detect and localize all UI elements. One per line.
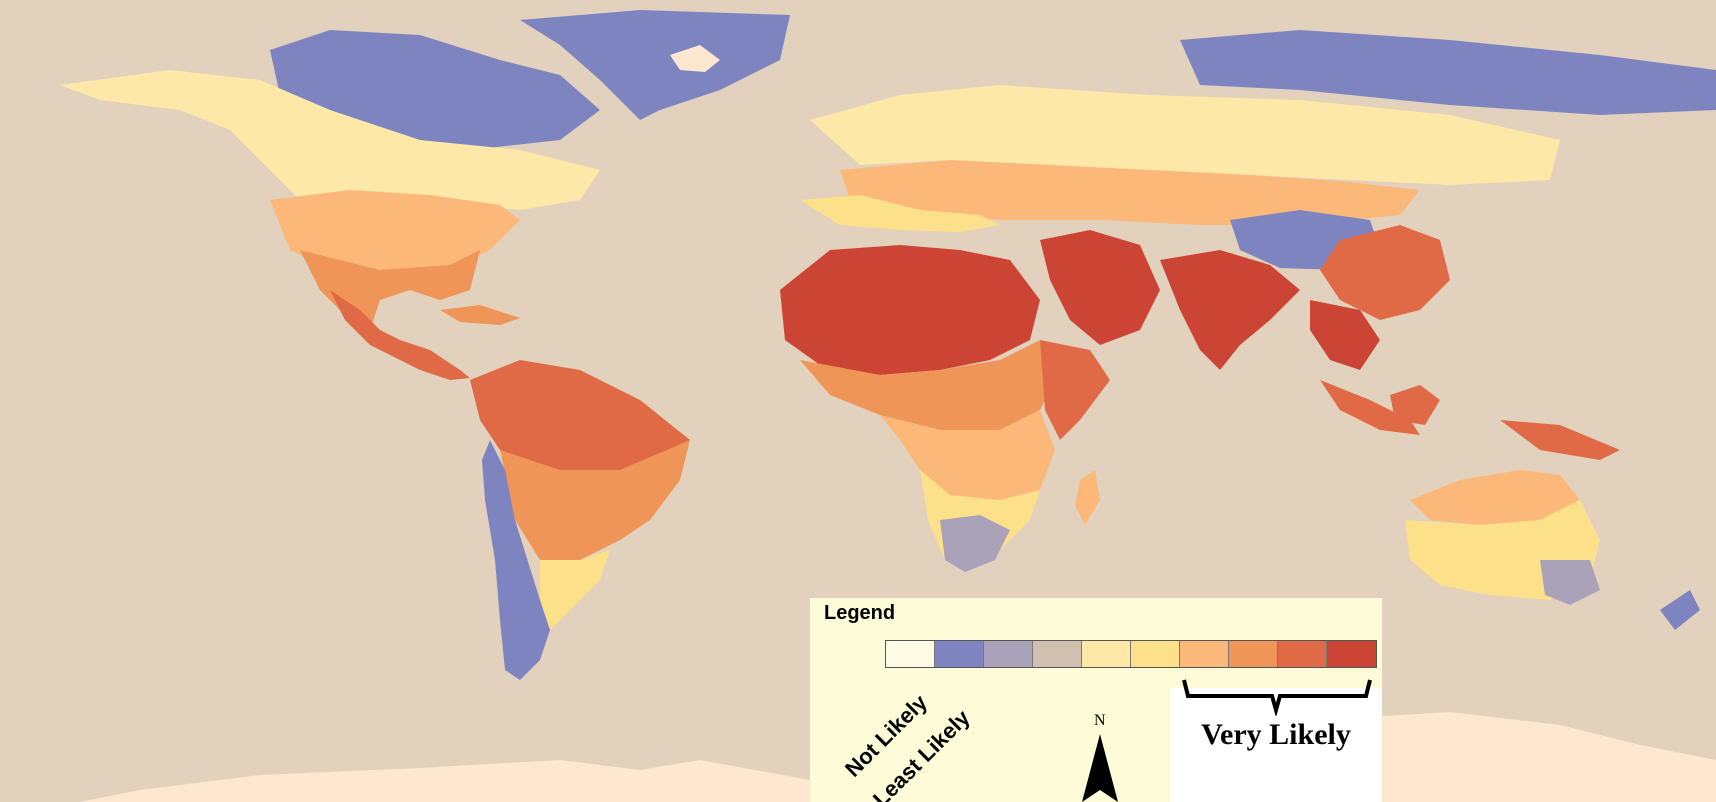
region-borneo (1390, 385, 1440, 425)
region-south-africa-south (940, 515, 1010, 572)
legend-color-ramp (885, 640, 1377, 668)
region-south-america-north (470, 360, 690, 480)
region-southeast-asia (1310, 300, 1380, 370)
region-greenland (520, 10, 790, 120)
region-eurasia-boreal (810, 85, 1560, 185)
legend-swatch-2 (935, 641, 984, 667)
region-greenland-ice (670, 45, 720, 72)
legend-swatch-10 (1327, 641, 1376, 667)
region-south-america-south (540, 550, 610, 630)
legend-swatch-8 (1229, 641, 1278, 667)
region-new-guinea (1500, 420, 1620, 460)
region-central-america (330, 290, 470, 380)
region-scandinavia-north (1180, 30, 1716, 115)
north-arrow-icon (1082, 734, 1118, 802)
region-madagascar (1075, 470, 1100, 525)
legend-swatch-9 (1278, 641, 1327, 667)
region-arabia (1040, 230, 1160, 345)
region-east-asia (1320, 225, 1450, 320)
north-letter: N (1094, 712, 1106, 729)
region-caribbean (440, 305, 520, 325)
region-eurasia-temperate (840, 160, 1420, 225)
region-central-africa (880, 410, 1055, 500)
region-north-america-temperate (270, 190, 520, 280)
region-new-zealand (1660, 590, 1700, 630)
legend-label-very-likely: Very Likely (1201, 718, 1351, 751)
region-north-africa (780, 245, 1040, 375)
legend-panel: Legend Not Likely Least Likely N Very Li… (810, 598, 1382, 802)
legend-swatch-1 (886, 641, 935, 667)
region-australia-southeast (1540, 560, 1600, 605)
legend-swatch-5 (1082, 641, 1131, 667)
legend-swatch-6 (1131, 641, 1180, 667)
region-north-america-boreal (60, 70, 600, 210)
region-europe-south (800, 195, 1000, 232)
region-south-america-central (500, 440, 690, 560)
region-sahel (800, 340, 1060, 430)
region-australia-north (1410, 470, 1580, 525)
region-andes-patagonia (482, 440, 550, 680)
legend-swatch-7 (1180, 641, 1229, 667)
legend-swatch-4 (1033, 641, 1082, 667)
legend-swatch-3 (984, 641, 1033, 667)
legend-title: Legend (824, 602, 896, 624)
very-likely-brace (1182, 679, 1372, 716)
region-indonesia-west (1320, 380, 1420, 435)
region-east-africa-horn (1040, 340, 1110, 440)
region-india (1160, 250, 1300, 370)
